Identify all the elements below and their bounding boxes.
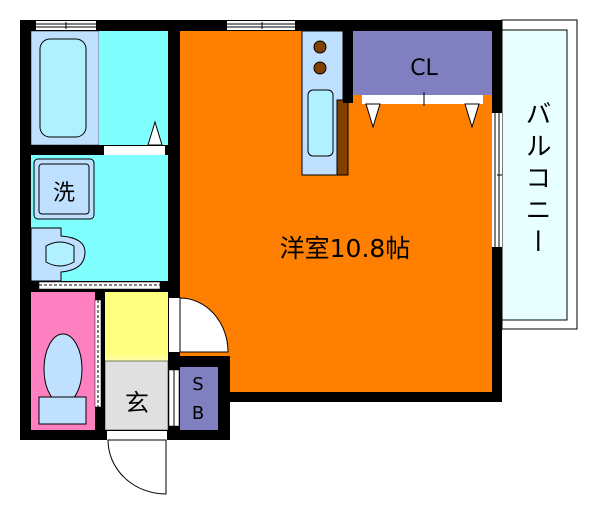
sink-icon — [307, 89, 334, 157]
entrance — [104, 360, 169, 431]
closet — [353, 31, 492, 95]
stove-burner-icon — [313, 40, 327, 54]
balcony — [501, 19, 578, 330]
toilet-icon — [43, 333, 83, 405]
shoe-box-label-s: S — [192, 374, 203, 395]
shoe-box — [180, 367, 218, 430]
room-door[interactable] — [179, 297, 229, 353]
closet-door[interactable] — [362, 95, 483, 104]
window — [36, 21, 96, 30]
balcony-window[interactable] — [492, 113, 502, 247]
closet-label: CL — [410, 56, 438, 81]
main-room-label: 洋室10.8帖 — [280, 234, 411, 263]
washroom-label: 洗 — [53, 181, 75, 206]
hallway — [105, 292, 168, 358]
entrance-label: 玄 — [125, 389, 149, 417]
bathroom-door[interactable] — [104, 146, 165, 155]
washing-machine — [33, 158, 95, 220]
balcony-label: バルコニー — [521, 100, 551, 260]
entrance-door[interactable] — [107, 439, 167, 495]
bathtub-icon — [39, 38, 87, 138]
shoe-box-label-b: B — [192, 403, 204, 424]
kitchen-counter — [301, 30, 349, 176]
window — [227, 21, 295, 30]
stove-burner-icon — [313, 61, 327, 75]
